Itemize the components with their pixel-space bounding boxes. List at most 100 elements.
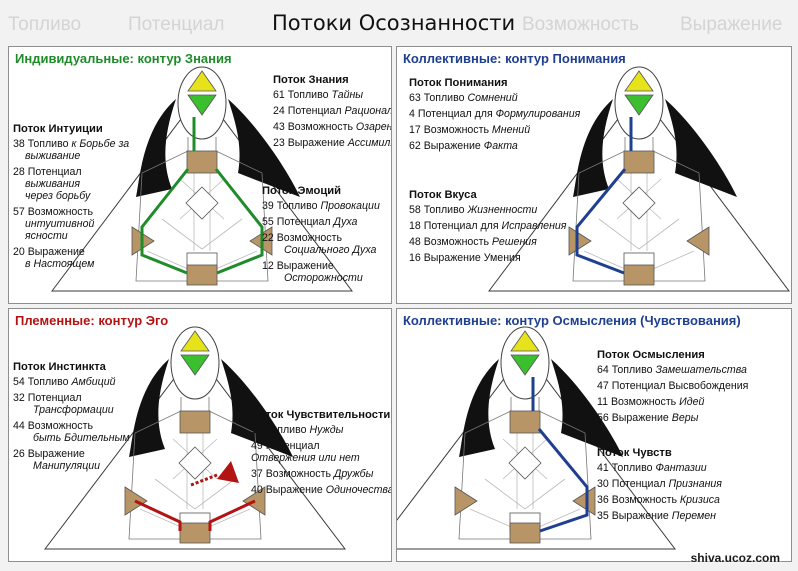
g-center xyxy=(622,186,656,220)
stream-line: 47 Потенциал Высвобождения xyxy=(597,380,748,392)
stream-line-label: 12 Выражение xyxy=(262,260,334,272)
head-center xyxy=(510,330,540,352)
highlighted-channel xyxy=(575,168,627,275)
stream-line-label: 20 Выражение xyxy=(13,246,85,258)
ajna-center xyxy=(624,94,654,116)
header-faded-word: Возможность xyxy=(522,14,640,35)
stream-line: 23 Выражение Ассимиляции xyxy=(273,137,391,149)
stream-line: в Настоящем xyxy=(13,258,129,270)
stream-line-italic: в Настоящем xyxy=(25,258,95,270)
g-center xyxy=(178,446,212,480)
stream-line-label: 61 Топливо xyxy=(273,89,332,101)
stream-line: 40 Выражение Одиночества xyxy=(251,484,391,496)
stream-line: выживания xyxy=(13,178,129,190)
hair-left xyxy=(136,99,176,197)
stream-line-label: 40 Выражение xyxy=(251,484,326,496)
highlighted-channel xyxy=(208,499,256,531)
bodygraph-diagram xyxy=(43,326,347,550)
header-faded-word: Топливо xyxy=(8,14,82,35)
stream-line: 17 Возможность Мнений xyxy=(409,124,580,136)
highlighted-channel xyxy=(537,428,589,533)
stream-line-label: 23 Выражение xyxy=(273,137,348,149)
hair-right xyxy=(228,99,300,197)
stream-line-label: 4 Потенциал для xyxy=(409,108,496,120)
hair-left xyxy=(459,359,499,457)
stream-line: интуитивной xyxy=(13,218,129,230)
stream-line: 20 Выражение xyxy=(13,246,129,258)
bodygraph-diagram xyxy=(488,66,790,292)
stream-line: быть Бдительным xyxy=(13,432,130,444)
stream-line-italic: ясности xyxy=(25,230,68,242)
stream-line: 43 Возможность Озарения xyxy=(273,121,392,133)
hair-right xyxy=(551,359,623,457)
stream-line-italic: Идей xyxy=(679,396,705,408)
stream-line: 54 Топливо Амбиций xyxy=(13,376,130,388)
solar-plexus-center xyxy=(572,486,596,516)
stream-line: 56 Выражение Веры xyxy=(597,412,748,424)
channel-line xyxy=(146,250,189,270)
stream-line-italic: Фантазии xyxy=(655,462,707,474)
highlighted-channel xyxy=(140,168,190,275)
stream-line: 19 Топливо Нужды xyxy=(251,424,391,436)
throat-center xyxy=(186,150,218,174)
stream-line-italic: Трансформации xyxy=(33,404,114,416)
channel-line xyxy=(638,218,680,250)
stream-line: 49 Потенциал xyxy=(251,440,391,452)
channel-line xyxy=(652,250,695,270)
stream-line: 16 Выражение Умения xyxy=(409,252,566,264)
channel-line xyxy=(161,218,203,250)
header-faded-word: Потенциал xyxy=(128,14,225,35)
stream-line-label: 17 Возможность xyxy=(409,124,492,136)
panel-title: Индивидуальные: контур Знания xyxy=(15,51,232,66)
stream-name: Поток Вкуса xyxy=(409,189,477,201)
stream-line-italic: Решения xyxy=(491,236,537,248)
header: Топливо Потенциал Потоки Осознанности Во… xyxy=(0,0,798,46)
aura-triangle xyxy=(43,350,347,550)
stream-line: Социального Духа xyxy=(262,244,380,256)
stream-line-label: 35 Выражение xyxy=(597,510,672,522)
ajna-center xyxy=(510,354,540,376)
throat-center xyxy=(179,410,211,434)
stream-line-label: 57 Возможность xyxy=(13,206,93,218)
panel-title: Коллективные: контур Осмысления (Чувство… xyxy=(403,313,741,328)
panel-knowing-circuit: Индивидуальные: контур Знания Поток Знан… xyxy=(8,46,392,304)
stream-name: Поток Инстинкта xyxy=(13,361,106,373)
stream-line: 62 Выражение Факта xyxy=(409,140,580,152)
stream-line: 63 Топливо Сомнений xyxy=(409,92,580,104)
stream-line-italic: Ассимиляции xyxy=(347,137,391,149)
stream-line-italic: Озарения xyxy=(355,121,392,133)
panel-title: Племенные: контур Эго xyxy=(15,313,169,328)
stream-line: 44 Возможность xyxy=(13,420,130,432)
stream-line-italic: через борьбу xyxy=(25,190,91,202)
hair-left xyxy=(129,359,169,457)
stream-line: Осторожности xyxy=(262,272,380,284)
stream-line-italic: Нужды xyxy=(309,424,344,436)
channel-line xyxy=(139,508,182,528)
head-center xyxy=(624,70,654,92)
panel-title: Коллективные: контур Понимания xyxy=(403,51,626,66)
stream-line-italic: выживание xyxy=(25,150,81,162)
hair-left xyxy=(573,99,613,197)
stream-line: 64 Топливо Замешательства xyxy=(597,364,748,376)
stream-line: 12 Выражение xyxy=(262,260,380,272)
stream-line-label: 16 Выражение Умения xyxy=(409,252,521,264)
stream-name: Поток Интуиции xyxy=(13,123,103,135)
head-center xyxy=(180,330,210,352)
stream-name: Поток Знания xyxy=(273,74,349,86)
stream-line-label: 56 Выражение xyxy=(597,412,672,424)
channel-line xyxy=(538,508,581,528)
stream-line: 57 Возможность xyxy=(13,206,129,218)
stream-line: Отвержения или нет xyxy=(251,452,391,464)
stream-line-italic: Духа xyxy=(333,216,358,228)
stream-line-italic: быть Бдительным xyxy=(33,432,130,444)
stream-line: 37 Возможность Дружбы xyxy=(251,468,391,480)
channel-line xyxy=(598,218,640,250)
stream-line-italic: Веры xyxy=(671,412,699,424)
stream-line-italic: Признания xyxy=(668,478,722,490)
root-center xyxy=(186,264,218,286)
